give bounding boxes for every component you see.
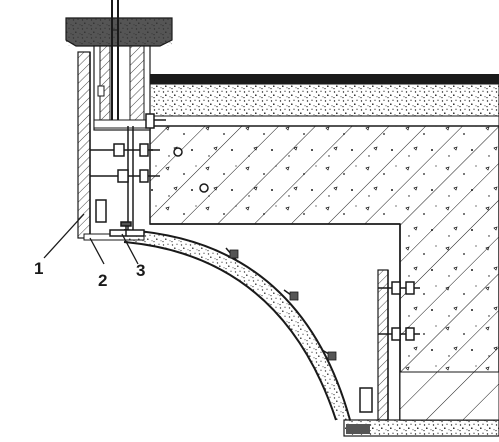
callout-labels: 1 2 3 [34,259,145,290]
leader-line-3 [121,233,139,265]
curved-ceiling-arch [123,229,351,421]
support-bracket [109,221,145,237]
wall-panel [77,51,145,241]
anchor-bolts-upper [90,113,209,236]
leader-line-2 [89,237,105,265]
leader-lines [43,213,139,265]
riser-frame [93,0,151,131]
callout-3: 3 [136,261,145,280]
top-screed-layer [149,74,499,127]
leader-line-1 [43,213,85,259]
callout-2: 2 [98,271,107,290]
right-wall-cladding [359,269,420,421]
floor-base-strip [343,371,499,437]
callout-1: 1 [34,259,43,278]
